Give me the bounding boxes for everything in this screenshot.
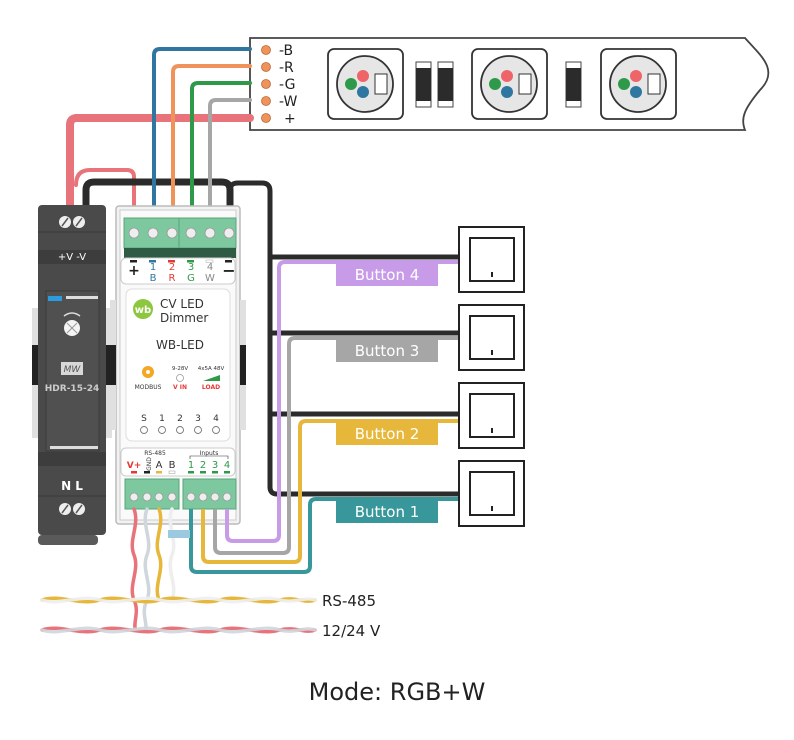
inputs-group-label: Inputs	[200, 450, 219, 457]
terminal-2: 2	[169, 262, 175, 273]
load-label: LOAD	[202, 384, 220, 391]
top-terminal-labels: + 1 B 2 R 3 G 4 W −	[128, 259, 236, 284]
power-cable-label: 12/24 V	[322, 622, 381, 640]
psu-led-indicator	[48, 296, 62, 301]
led-chip-icon	[600, 48, 677, 120]
bottom-terminal-block	[124, 478, 237, 510]
wire-blue	[152, 47, 252, 224]
terminal-input-1: 1	[188, 460, 194, 471]
resistor-icon	[437, 61, 454, 108]
power-supply: +V -V MW HDR-15-24 N L	[32, 205, 112, 545]
led-chip-icon	[327, 48, 404, 120]
vin-indicator-icon	[176, 374, 184, 382]
button-3-label: Button 3	[355, 342, 420, 360]
button-wires	[189, 260, 458, 574]
twisted-cables	[40, 507, 317, 634]
load-bar-icon	[203, 375, 220, 381]
terminal-input-3: 3	[212, 460, 218, 471]
pin-label-plus: +	[284, 111, 296, 127]
led-strip-pins: -B -R -G -W +	[261, 43, 297, 127]
terminal-minus: −	[222, 261, 235, 280]
wire-button-2	[201, 419, 458, 564]
wire-button-1	[189, 497, 458, 574]
wall-button-3[interactable]	[458, 304, 525, 371]
wall-button-1[interactable]	[458, 460, 525, 527]
terminal-gnd: GND	[146, 457, 153, 471]
vin-label: V IN	[173, 384, 187, 391]
indicator-leds: S 1 2 3 4	[140, 414, 220, 434]
terminal-1-channel: B	[150, 273, 157, 284]
resistor-icon	[415, 61, 432, 108]
terminal-a: A	[156, 460, 163, 471]
indicator-label: 2	[177, 414, 183, 424]
pin-label-b: -B	[279, 43, 293, 59]
wall-button-4[interactable]	[458, 226, 525, 293]
pin-label-r: -R	[279, 60, 294, 76]
button-1-label: Button 1	[355, 503, 420, 521]
wb-logo-text: wb	[135, 305, 151, 316]
wire-button-4	[225, 260, 458, 543]
terminal-b: B	[169, 460, 176, 471]
pin-label-w: -W	[279, 94, 297, 110]
vin-range: 9-28V	[172, 366, 188, 372]
pin-label-g: -G	[279, 77, 295, 93]
dimmer-title-2: Dimmer	[160, 311, 208, 325]
rs485-group-label: RS-485	[144, 450, 166, 457]
led-dimmer: + 1 B 2 R 3 G 4 W − wb CV LED Dimmer WB-…	[110, 205, 246, 525]
wire-dimmer-plus	[74, 168, 136, 222]
led-strip: -B -R -G -W +	[249, 37, 770, 131]
psu-brand: MW	[64, 365, 82, 375]
terminal-3-channel: G	[187, 273, 195, 284]
wire-green	[190, 81, 252, 224]
brand-logo	[61, 362, 83, 375]
indicator-label: 3	[195, 414, 201, 424]
terminal-plus: +	[128, 263, 140, 279]
terminal-input-2: 2	[200, 460, 206, 471]
psu-output-label: +V -V	[58, 252, 86, 263]
pin-icon	[261, 113, 271, 123]
terminal-vplus: V+	[127, 461, 142, 471]
wb-logo	[133, 299, 153, 319]
wire-button-common	[227, 180, 461, 497]
terminal-2-channel: R	[169, 273, 176, 284]
button-4-label: Button 4	[355, 266, 420, 284]
modbus-label: MODBUS	[135, 384, 162, 391]
wire-button-3	[213, 336, 458, 555]
pin-icon	[261, 62, 271, 72]
rs485-cable-label: RS-485	[322, 592, 376, 610]
pin-icon	[261, 96, 271, 106]
load-spec: 4x5A 48V	[198, 366, 225, 372]
button-2-label: Button 2	[355, 425, 420, 443]
terminal-4: 4	[207, 262, 213, 273]
wire-grey	[208, 98, 252, 224]
terminal-3: 3	[188, 262, 194, 273]
led-chip-icon	[471, 48, 548, 120]
indicator-label: 4	[213, 414, 219, 424]
indicator-label: 1	[159, 414, 165, 424]
button-labels: Button 4 Button 3 Button 2 Button 1	[336, 264, 438, 523]
psu-input-label: N L	[61, 479, 83, 493]
psu-model: HDR-15-24	[45, 384, 99, 394]
terminal-1: 1	[150, 262, 156, 273]
top-terminal-block	[123, 217, 237, 258]
dimmer-model: WB-LED	[156, 338, 204, 352]
screw-terminal-icon	[59, 503, 85, 515]
modbus-icon	[142, 366, 154, 378]
pin-icon	[261, 79, 271, 89]
mode-caption: Mode: RGB+W	[309, 678, 486, 706]
dimmer-title-1: CV LED	[160, 297, 204, 311]
indicator-label: S	[141, 414, 147, 424]
strip-wires	[66, 47, 461, 497]
terminal-input-4: 4	[224, 460, 230, 471]
adjust-potentiometer-icon[interactable]	[64, 320, 80, 336]
wire-orange	[171, 64, 252, 224]
terminal-4-channel: W	[205, 273, 215, 284]
screw-terminal-icon	[59, 216, 85, 228]
wall-button-2[interactable]	[458, 382, 525, 449]
resistor-icon	[565, 61, 582, 108]
wire-power-plus	[66, 114, 254, 209]
pin-icon	[261, 45, 271, 55]
